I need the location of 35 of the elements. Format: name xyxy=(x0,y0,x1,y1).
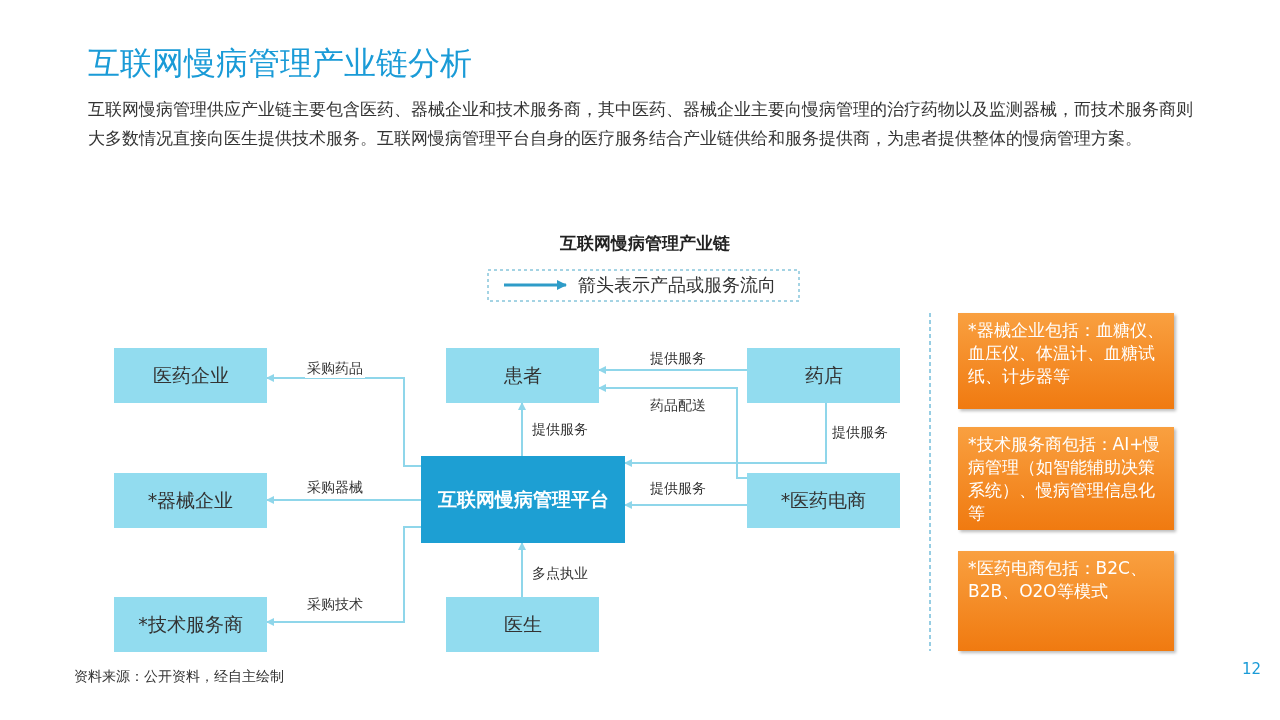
entity-box: 医生 xyxy=(446,597,599,652)
entity-box: 患者 xyxy=(446,348,599,403)
note-box: *医药电商包括：B2C、B2B、O2O等模式 xyxy=(958,551,1174,651)
edge-label: 提供服务 xyxy=(648,480,708,498)
entity-box: *器械企业 xyxy=(114,473,267,528)
edge-label: 采购技术 xyxy=(305,596,365,614)
note-box: *技术服务商包括：AI+慢病管理（如智能辅助决策系统）、慢病管理信息化等 xyxy=(958,427,1174,530)
arrow xyxy=(624,402,827,467)
entity-box: 药店 xyxy=(747,348,900,403)
edge-label: 提供服务 xyxy=(830,424,890,442)
edge-label: 药品配送 xyxy=(648,397,708,415)
source-note: 资料来源：公开资料，经自主绘制 xyxy=(74,668,284,686)
arrow xyxy=(266,374,422,467)
note-box: *器械企业包括：血糖仪、血压仪、体温计、血糖试纸、计步器等 xyxy=(958,313,1174,409)
edge-label: 提供服务 xyxy=(530,421,590,439)
entity-box: 医药企业 xyxy=(114,348,267,403)
arrow xyxy=(518,402,526,457)
arrow xyxy=(598,384,748,479)
edge-label: 采购药品 xyxy=(305,360,365,378)
intro-paragraph: 互联网慢病管理供应产业链主要包含医药、器械企业和技术服务商，其中医药、器械企业主要向慢病管理的治疗药物以及监测器械，而技术服务商则大多数情况直接向医生提供技术服务。互联网慢病管理平台自身的医疗服务结合产业链供给和服务提供商，为患者提供整体的慢病管理方案。 xyxy=(88,98,1194,150)
chart-title: 互联网慢病管理产业链 xyxy=(559,232,731,255)
edge-label: 多点执业 xyxy=(530,565,590,583)
edge-label: 采购器械 xyxy=(305,479,365,497)
arrow xyxy=(598,366,748,374)
legend-text: 箭头表示产品或服务流向 xyxy=(578,273,776,297)
edge-label: 提供服务 xyxy=(648,350,708,368)
platform-box: 互联网慢病管理平台 xyxy=(421,456,625,543)
entity-box: *医药电商 xyxy=(747,473,900,528)
arrow xyxy=(266,526,422,626)
arrow xyxy=(624,501,748,509)
arrow xyxy=(266,496,422,504)
page-number: 12 xyxy=(1242,660,1262,678)
arrow xyxy=(518,542,526,598)
page-title: 互联网慢病管理产业链分析 xyxy=(88,43,472,84)
entity-box: *技术服务商 xyxy=(114,597,267,652)
